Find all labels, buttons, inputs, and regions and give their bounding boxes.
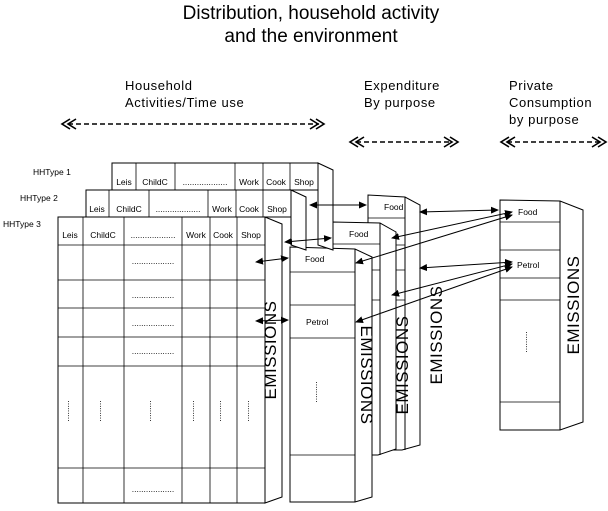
title-line-2: and the environment bbox=[224, 26, 398, 47]
arrow-food-3-to-private-food bbox=[355, 213, 513, 265]
cell-dots: .................. bbox=[132, 484, 175, 494]
private-petrol-label: Petrol bbox=[517, 260, 539, 270]
expenditure-food-label: Food bbox=[305, 254, 325, 264]
span-arrow-expenditure bbox=[348, 136, 460, 148]
column-header-shop: Shop bbox=[241, 230, 261, 240]
column-dots-vertical: ......... bbox=[246, 400, 256, 421]
expenditure-heading-line-1: Expenditure bbox=[364, 78, 440, 93]
hhtype-3-column-headers: Leis ChildC ................... Work Coo… bbox=[62, 230, 261, 240]
column-header-childc: ChildC bbox=[90, 230, 116, 240]
emissions-label: EMISSIONS bbox=[261, 301, 280, 400]
arrow-petrol-3-to-private-petrol bbox=[355, 266, 513, 323]
column-dots-vertical: ......... bbox=[66, 400, 76, 421]
arrow-shop-to-food-2 bbox=[284, 235, 332, 245]
hhtype-2-column-headers: Leis ChildC ................... Work Coo… bbox=[89, 204, 287, 214]
span-arrow-household bbox=[60, 118, 326, 130]
span-arrow-private bbox=[499, 136, 608, 148]
private-heading-line-1: Private bbox=[509, 78, 554, 93]
expenditure-heading-line-2: By purpose bbox=[364, 95, 436, 110]
column-header-shop: Shop bbox=[294, 177, 314, 187]
expenditure-food-label: Food bbox=[384, 202, 404, 212]
column-header-shop: Shop bbox=[267, 204, 287, 214]
cell-dots: .................. bbox=[132, 290, 175, 300]
column-header-leis: Leis bbox=[62, 230, 78, 240]
column-header-dots: ................... bbox=[131, 230, 176, 240]
column-header-work: Work bbox=[186, 230, 206, 240]
column-header-cook: Cook bbox=[239, 204, 260, 214]
arrow-shop-to-food-3 bbox=[255, 255, 289, 265]
private-heading-line-2: Consumption bbox=[509, 95, 592, 110]
arrow-food-1-to-private-food bbox=[419, 206, 499, 216]
household-heading-line-1: Household bbox=[125, 78, 193, 93]
expenditure-food-label: Food bbox=[349, 229, 369, 239]
column-header-childc: ChildC bbox=[142, 177, 168, 187]
expenditure-petrol-label: Petrol bbox=[306, 317, 328, 327]
hhtype-3-cell-dots: .................. .................. ..… bbox=[66, 256, 256, 494]
column-header-work: Work bbox=[239, 177, 259, 187]
emissions-label: EMISSIONS bbox=[564, 256, 583, 355]
arrow-shop-to-petrol bbox=[255, 316, 289, 325]
emissions-label: EMISSIONS bbox=[357, 326, 376, 425]
column-header-dots: ................... bbox=[183, 177, 228, 187]
column-dots-vertical: ......... bbox=[148, 400, 158, 421]
cell-dots: .................. bbox=[132, 256, 175, 266]
household-heading-line-2: Activities/Time use bbox=[125, 95, 244, 110]
hhtype-1-label: HHType 1 bbox=[33, 167, 71, 177]
column-header-cook: Cook bbox=[266, 177, 287, 187]
column-dots-vertical: ......... bbox=[98, 400, 108, 421]
column-dots-vertical: ......... bbox=[191, 400, 201, 421]
column-dots-vertical: ......... bbox=[218, 400, 228, 421]
column-header-work: Work bbox=[212, 204, 232, 214]
hhtype-2-label: HHType 2 bbox=[20, 193, 58, 203]
expenditure-dots: ......... bbox=[314, 381, 324, 402]
emissions-label: EMISSIONS bbox=[427, 286, 446, 385]
private-food-label: Food bbox=[518, 207, 538, 217]
connector-arrows bbox=[255, 201, 513, 325]
hhtype-1-column-headers: Leis ChildC ................... Work Coo… bbox=[116, 177, 314, 187]
household-table-hhtype-2 bbox=[85, 189, 307, 251]
title-line-1: Distribution, household activity bbox=[183, 3, 440, 24]
column-header-childc: ChildC bbox=[116, 204, 142, 214]
column-header-dots: ................... bbox=[156, 204, 201, 214]
household-table-hhtype-1 bbox=[111, 162, 334, 251]
emissions-label: EMISSIONS bbox=[393, 316, 412, 415]
column-header-leis: Leis bbox=[116, 177, 132, 187]
private-dots: ......... bbox=[524, 331, 534, 352]
cell-dots: .................. bbox=[132, 318, 175, 328]
hhtype-3-label: HHType 3 bbox=[3, 219, 41, 229]
cell-dots: .................. bbox=[132, 346, 175, 356]
private-heading-line-3: by purpose bbox=[509, 112, 579, 127]
expenditure-block-3 bbox=[289, 246, 373, 503]
column-header-cook: Cook bbox=[213, 230, 234, 240]
household-table-hhtype-3 bbox=[57, 216, 283, 504]
column-header-leis: Leis bbox=[89, 204, 105, 214]
